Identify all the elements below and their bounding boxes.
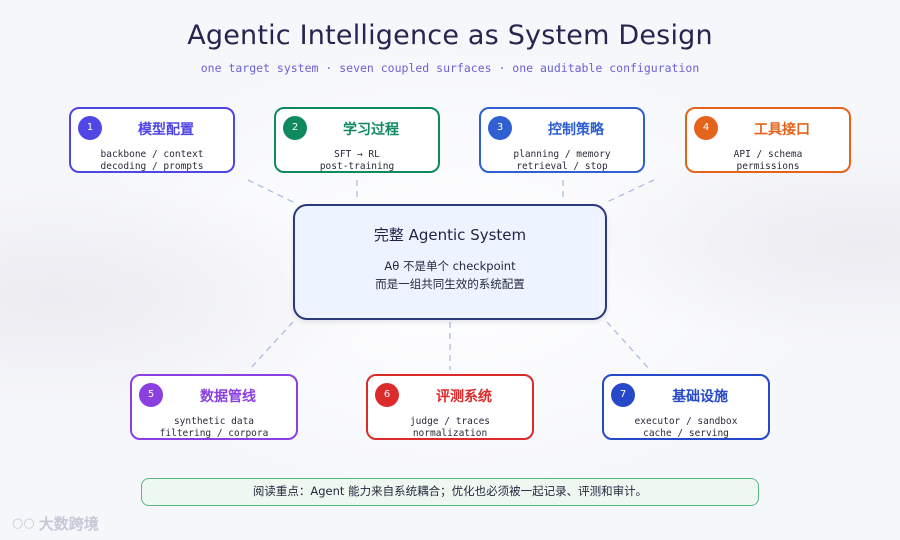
card-line-2: decoding / prompts (100, 161, 204, 172)
badge-1: 1 (78, 116, 102, 140)
card-model-config: 1 模型配置 backbone / context decoding / pro… (69, 107, 235, 173)
chat-bubble-icon: ○○ (12, 515, 35, 531)
card-infrastructure: 7 基础设施 executor / sandbox cache / servin… (602, 374, 770, 440)
center-line-1: Aθ 不是单个 checkpoint (384, 259, 516, 273)
badge-4: 4 (694, 116, 718, 140)
card-learning-process: 2 学习过程 SFT → RL post-training (274, 107, 440, 173)
page-subtitle: one target system · seven coupled surfac… (200, 61, 700, 75)
card-line-1: planning / memory (513, 149, 611, 160)
center-system-box: 完整 Agentic System Aθ 不是单个 checkpoint 而是一… (293, 204, 607, 320)
watermark-logo: ○○ 大数跨境 (12, 512, 99, 534)
card-line-2: post-training (319, 161, 395, 172)
card-line-1: API / schema (733, 149, 803, 160)
connector-4 (606, 179, 655, 203)
card-line-2: retrieval / stop (516, 161, 608, 172)
card-data-pipeline: 5 数据管线 synthetic data filtering / corpor… (130, 374, 298, 440)
card-line-2: cache / serving (643, 428, 729, 439)
badge-6: 6 (375, 383, 399, 407)
page-title: Agentic Intelligence as System Design (187, 20, 713, 51)
card-control-policy: 3 控制策略 planning / memory retrieval / sto… (479, 107, 645, 173)
card-title: 控制策略 (548, 122, 604, 138)
watermark-text: 大数跨境 (38, 514, 99, 533)
card-tool-interface: 4 工具接口 API / schema permissions (685, 107, 851, 173)
card-line-1: SFT → RL (334, 149, 380, 160)
card-title: 工具接口 (754, 122, 810, 138)
reading-note: 阅读重点：Agent 能力来自系统耦合；优化也必须被一起记录、评测和审计。 (141, 478, 759, 506)
card-line-1: judge / traces (409, 416, 491, 427)
card-line-1: backbone / context (100, 149, 204, 160)
card-title: 数据管线 (200, 389, 256, 405)
card-eval-system: 6 评测系统 judge / traces normalization (366, 374, 534, 440)
card-line-1: synthetic data (173, 416, 255, 427)
center-line-2: 而是一组共同生效的系统配置 (375, 277, 525, 291)
card-line-1: executor / sandbox (634, 416, 738, 427)
card-line-2: normalization (412, 428, 488, 439)
center-title: 完整 Agentic System (373, 226, 527, 244)
card-title: 学习过程 (343, 122, 399, 138)
card-title: 评测系统 (436, 389, 492, 405)
card-title: 模型配置 (138, 122, 194, 138)
card-line-2: permissions (736, 161, 800, 172)
card-title: 基础设施 (672, 389, 728, 405)
connector-1 (247, 179, 294, 203)
connector-5 (248, 321, 294, 371)
badge-5: 5 (139, 383, 163, 407)
card-line-2: filtering / corpora (159, 428, 269, 439)
badge-2: 2 (283, 116, 307, 140)
connector-7 (606, 321, 651, 371)
badge-7: 7 (611, 383, 635, 407)
badge-3: 3 (488, 116, 512, 140)
